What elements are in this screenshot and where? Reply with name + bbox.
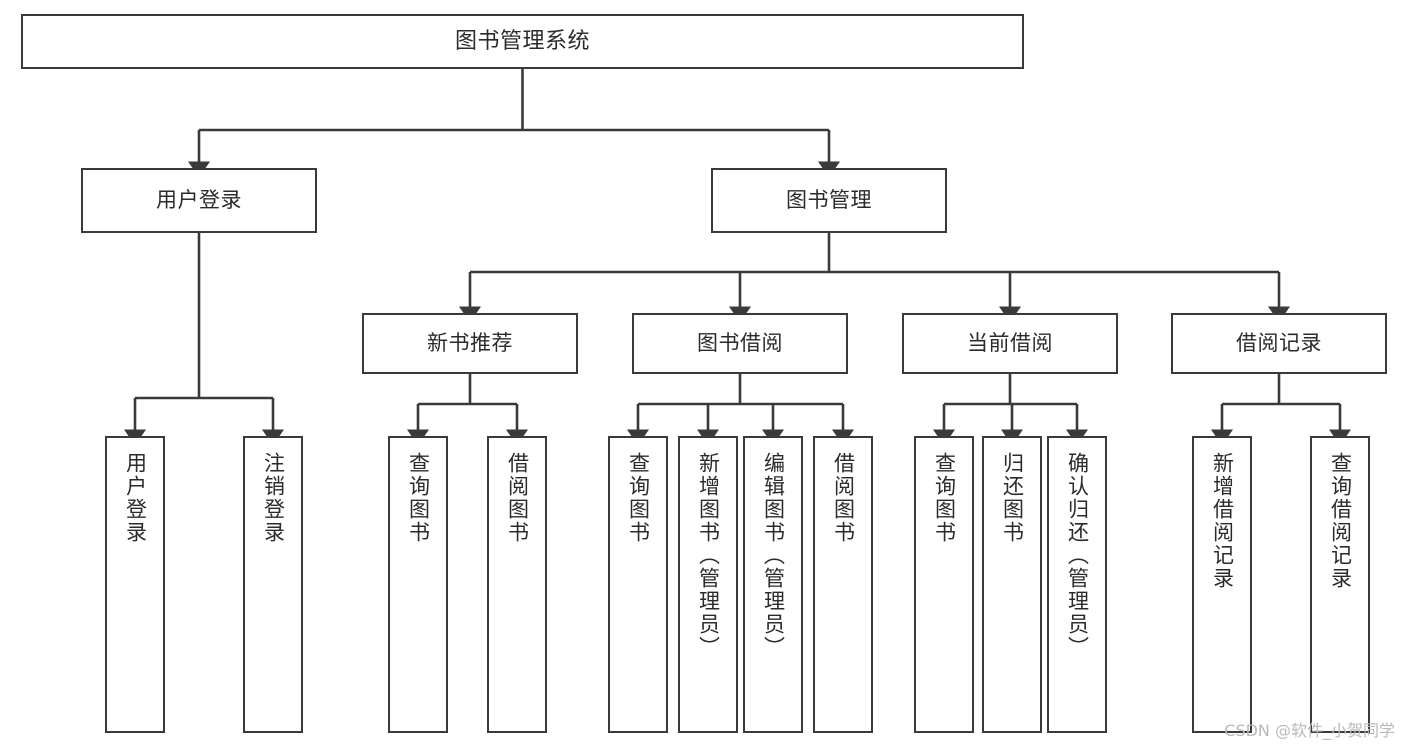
- node-current-borrow[interactable]: 当前借阅: [902, 313, 1118, 374]
- node-label: 图书管理: [786, 188, 872, 213]
- node-leaf-logout[interactable]: 注销登录: [243, 436, 303, 733]
- node-book-borrow[interactable]: 图书借阅: [632, 313, 848, 374]
- node-leaf-return-book[interactable]: 归还图书: [982, 436, 1042, 733]
- node-leaf-add-borrow-record[interactable]: 新增借阅记录: [1192, 436, 1252, 733]
- node-label: 新增借阅记录: [1210, 452, 1235, 590]
- node-borrow-record[interactable]: 借阅记录: [1171, 313, 1387, 374]
- node-label: 归还图书: [1000, 452, 1025, 544]
- node-label: 确认归还（管理员）: [1065, 452, 1090, 659]
- node-user-login-module[interactable]: 用户登录: [81, 168, 317, 233]
- node-label: 新书推荐: [427, 331, 513, 356]
- node-leaf-borrow-book-recommend[interactable]: 借阅图书: [487, 436, 547, 733]
- node-label: 图书管理系统: [454, 28, 590, 54]
- node-leaf-confirm-return[interactable]: 确认归还（管理员）: [1047, 436, 1107, 733]
- node-new-book-recommend[interactable]: 新书推荐: [362, 313, 578, 374]
- node-book-manage-module[interactable]: 图书管理: [711, 168, 947, 233]
- node-leaf-query-book-recommend[interactable]: 查询图书: [388, 436, 448, 733]
- node-label: 图书借阅: [697, 331, 783, 356]
- node-label: 查询图书: [626, 452, 651, 544]
- node-leaf-query-borrow-record[interactable]: 查询借阅记录: [1310, 436, 1370, 733]
- node-leaf-query-book-current[interactable]: 查询图书: [914, 436, 974, 733]
- node-label: 注销登录: [261, 452, 286, 544]
- node-label: 借阅图书: [505, 452, 530, 544]
- csdn-watermark: CSDN @软件_小贺同学: [1224, 721, 1395, 740]
- node-leaf-add-book[interactable]: 新增图书（管理员）: [678, 436, 738, 733]
- node-label: 当前借阅: [967, 331, 1053, 356]
- node-label: 查询图书: [932, 452, 957, 544]
- node-system-root[interactable]: 图书管理系统: [21, 14, 1024, 69]
- node-label: 查询借阅记录: [1328, 452, 1353, 590]
- node-label: 新增图书（管理员）: [696, 452, 721, 659]
- node-leaf-query-book-borrow[interactable]: 查询图书: [608, 436, 668, 733]
- node-label: 查询图书: [406, 452, 431, 544]
- node-leaf-edit-book[interactable]: 编辑图书（管理员）: [743, 436, 803, 733]
- node-leaf-user-login[interactable]: 用户登录: [105, 436, 165, 733]
- node-label: 借阅记录: [1236, 331, 1322, 356]
- node-label: 用户登录: [156, 188, 242, 213]
- node-label: 用户登录: [123, 452, 148, 544]
- node-label: 编辑图书（管理员）: [761, 452, 786, 659]
- node-label: 借阅图书: [831, 452, 856, 544]
- node-leaf-borrow-book[interactable]: 借阅图书: [813, 436, 873, 733]
